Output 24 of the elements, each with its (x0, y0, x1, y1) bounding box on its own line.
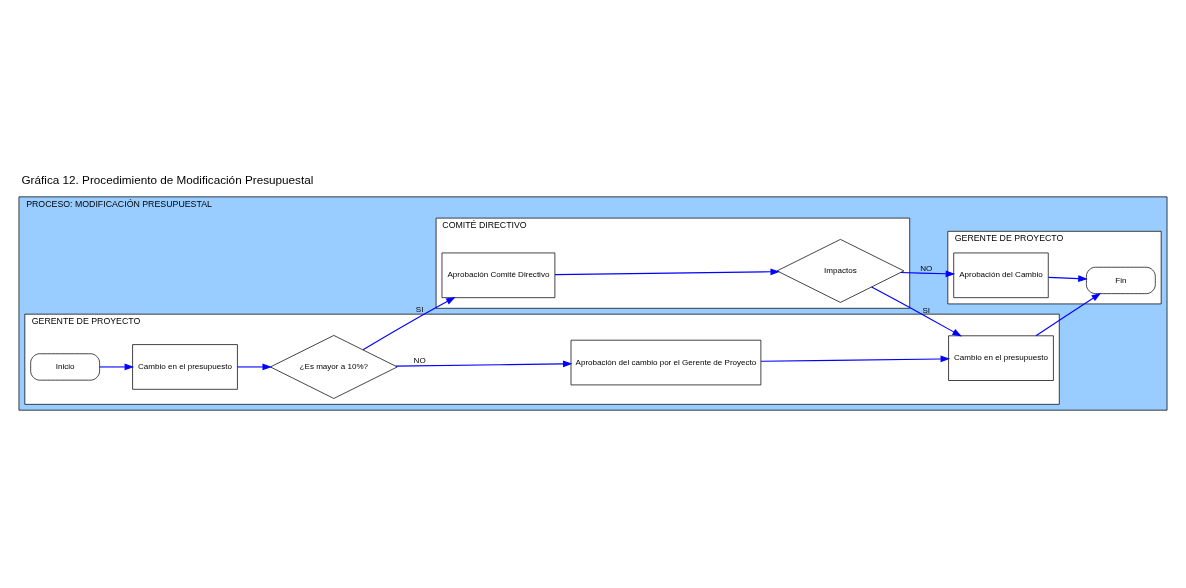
diagram-title: Gráfica 12. Procedimiento de Modificación Presupuestal (21, 173, 314, 187)
edge-label: NO (920, 263, 933, 273)
node-diamond: ¿Es mayor a 10%? (270, 335, 398, 399)
arrow (760, 355, 951, 363)
edge-label: SI (922, 305, 931, 315)
arrow (1035, 292, 1102, 337)
arrow (1047, 275, 1088, 282)
edge-label: SI (415, 304, 424, 314)
node-box: Aprobación Comité Directivo (441, 252, 556, 299)
arrow (362, 297, 456, 351)
arrow (395, 360, 573, 368)
arrow (871, 286, 962, 337)
edge-label: NO (413, 356, 426, 366)
node-box: Cambio en el presupuesto (948, 335, 1054, 381)
arrow (554, 268, 780, 276)
node-diamond: Impactos (776, 239, 905, 303)
node-box: Aprobación del Cambio (953, 252, 1049, 299)
arrow (900, 270, 956, 278)
node-box: Inicio (30, 353, 100, 381)
arrow (236, 363, 272, 371)
node-box: Fin (1086, 266, 1156, 294)
node-box: Cambio en el presupuesto (132, 344, 238, 390)
arrow (99, 363, 135, 371)
node-box: Aprobación del cambio por el Gerente de Proyecto (570, 339, 762, 386)
